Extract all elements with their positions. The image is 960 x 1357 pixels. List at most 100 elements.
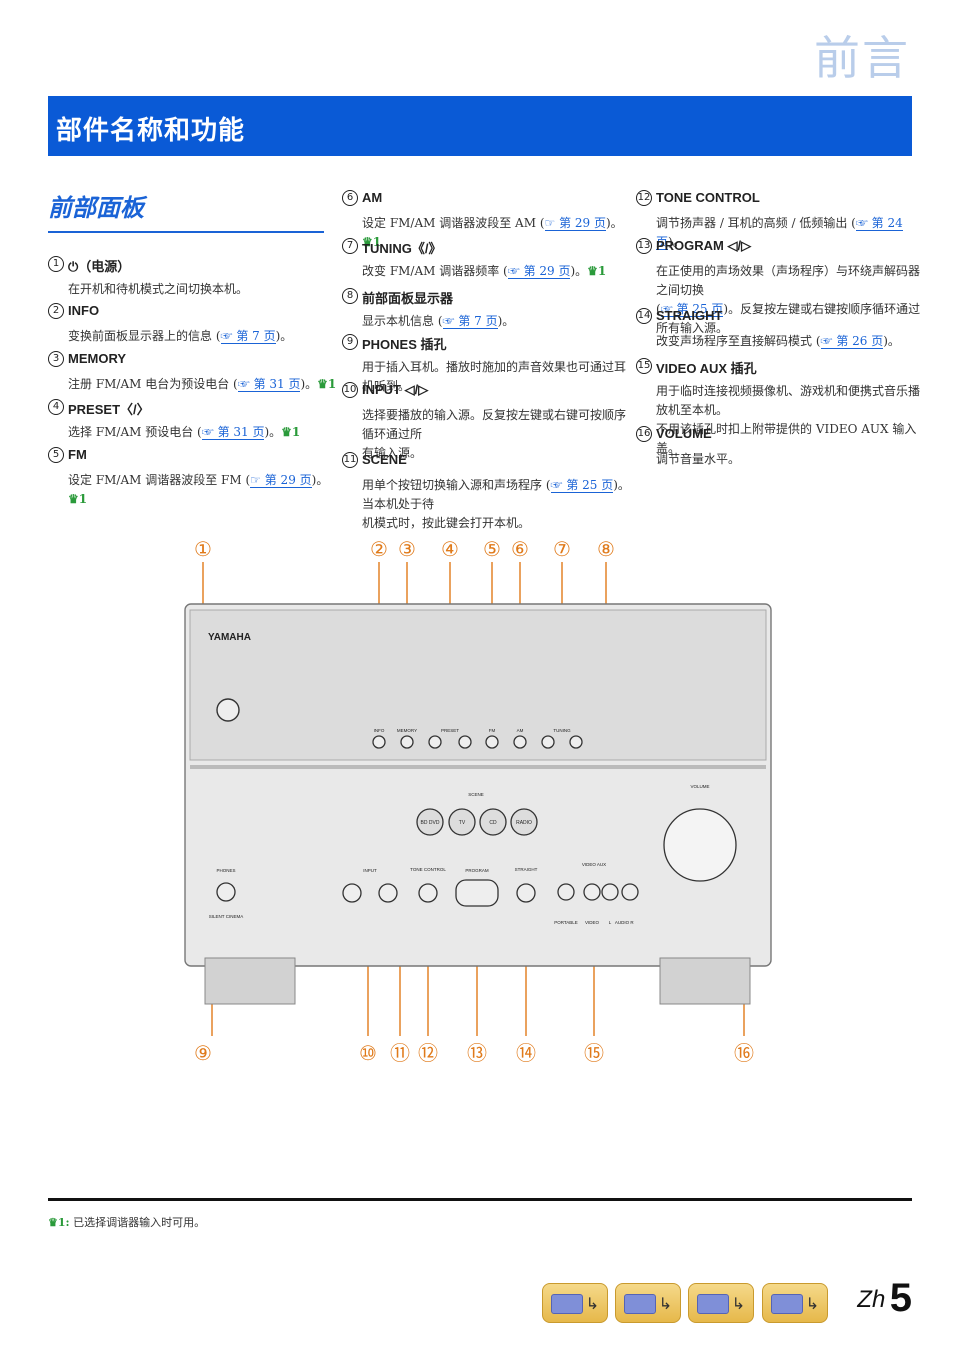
tuner-note-icon: ♛1	[362, 235, 382, 249]
nav-rear-panel-button[interactable]: ↳	[688, 1283, 754, 1323]
desc-text: 用于插入耳机。播放时施加的声音效果也可通过耳机听到。	[362, 360, 627, 393]
desc-text: 显示本机信息 (	[362, 314, 443, 328]
callout-number: ②	[370, 537, 388, 561]
callout-number: ⑫	[418, 1041, 438, 1065]
footnote-mark: ♛1:	[48, 1216, 70, 1229]
subtitle: 前部面板	[48, 194, 144, 222]
callout-number: ④	[441, 537, 459, 561]
item-description: 用于插入耳机。播放时施加的声音效果也可通过耳机听到。	[362, 358, 632, 396]
item-number: 6	[342, 190, 358, 206]
page-ref-link[interactable]: ☞ 第 7 页	[220, 329, 276, 344]
item-description: 选择要播放的输入源。反复按左键或右键可按顺序循环通过所有输入源。	[362, 406, 632, 463]
desc-text: )。	[275, 329, 293, 343]
item-name: PRESET〈/〉	[68, 402, 150, 417]
page-title: 部件名称和功能	[56, 116, 246, 146]
callout-number: ⑪	[390, 1041, 410, 1065]
footnote-text: 已选择调谐器输入时可用。	[73, 1216, 206, 1229]
item-number: 7	[342, 238, 358, 254]
front-panel-diagram: YAMAHA INFO MEMORY PRESET FM AM TUNING S…	[184, 537, 772, 1065]
callout-number: ⑮	[584, 1041, 604, 1065]
section-tab: 前言	[814, 31, 910, 85]
item-number: 1	[48, 256, 64, 272]
desc-text: 设定 FM/AM 调谐器波段至 FM (	[68, 473, 251, 487]
page-ref-link[interactable]: ☞ 第 26 页	[820, 334, 884, 349]
item-name: 前部面板显示器	[362, 291, 454, 306]
page-ref-link[interactable]: ☞ 第 25 页	[660, 302, 724, 317]
label-video: VIDEO	[585, 920, 600, 925]
label-tuning: TUNING	[553, 728, 571, 733]
callout-number: ⑬	[467, 1041, 487, 1065]
label-volume: VOLUME	[690, 784, 709, 789]
item-number: 11	[342, 452, 358, 468]
return-arrow-icon: ↳	[805, 1294, 819, 1313]
footnote: ♛1: 已选择调谐器输入时可用。	[48, 1214, 205, 1230]
item-description: 用单个按钮切换输入源和声场程序 (☞ 第 25 页)。当本机处于待机模式时，按此…	[362, 476, 632, 533]
title-bar: 部件名称和功能	[48, 96, 912, 156]
label-cd: CD	[489, 820, 497, 826]
callout-number: ⑯	[734, 1041, 754, 1065]
return-arrow-icon: ↳	[658, 1294, 672, 1313]
desc-text: 选择要播放的输入源。反复按左键或右键可按顺序循环通过所	[362, 408, 627, 441]
page-ref-link[interactable]: ☞ 第 24 页	[656, 216, 903, 250]
item-number: 13	[636, 238, 652, 254]
label-scene: SCENE	[468, 792, 484, 797]
item-number: 14	[636, 308, 652, 324]
page-ref-link[interactable]: ☞ 第 31 页	[201, 425, 265, 440]
item-description: 用于临时连接视频摄像机、游戏机和便携式音乐播放机至本机。不用该插孔时扣上附带提供…	[656, 382, 926, 458]
page-ref-link[interactable]: ☞ 第 29 页	[507, 264, 571, 279]
desc-text: )。	[264, 425, 282, 439]
callout-number: ⑧	[597, 537, 615, 561]
item-name: STRAIGHT	[656, 308, 723, 323]
page-ref-link[interactable]: ☞ 第 7 页	[442, 314, 498, 329]
desc-text: 用于临时连接视频摄像机、游戏机和便携式音乐播放机至本机。	[656, 384, 921, 417]
desc-text: 变换前面板显示器上的信息 (	[68, 329, 221, 343]
item-number: 4	[48, 399, 64, 415]
desc-text: 用单个按钮切换输入源和声场程序 (	[362, 478, 551, 492]
page-lang: Zh	[857, 1286, 886, 1313]
nav-front-panel-button[interactable]: ↳	[542, 1283, 608, 1323]
label-audio: AUDIO	[615, 920, 630, 925]
page-ref-link[interactable]: ☞ 第 29 页	[544, 216, 606, 231]
item-description: 调节音量水平。	[656, 450, 926, 469]
callout-number: ⑥	[511, 537, 529, 561]
label-tv: TV	[459, 820, 466, 826]
nav-remote-button[interactable]: ↳	[762, 1283, 828, 1323]
desc-text: 有输入源。	[362, 446, 423, 460]
item-number: 8	[342, 288, 358, 304]
item-name: FM	[68, 447, 87, 462]
item-name: VOLUME	[656, 426, 712, 441]
desc-text: (	[656, 302, 661, 316]
label-fm: FM	[489, 728, 496, 733]
desc-text: 设定 FM/AM 调谐器波段至 AM (	[362, 216, 545, 230]
desc-text: )。	[311, 473, 329, 487]
desc-text: )。	[300, 377, 318, 391]
desc-text: 注册 FM/AM 电台为预设电台 (	[68, 377, 238, 391]
desc-text: 在开机和待机模式之间切换本机。	[68, 282, 249, 296]
item-description: 改变 FM/AM 调谐器频率 (☞ 第 29 页)。♛1	[362, 262, 632, 281]
desc-text: )。	[883, 334, 900, 348]
return-arrow-icon: ↳	[731, 1294, 745, 1313]
item-name: TONE CONTROL	[656, 190, 760, 205]
nav-display-button[interactable]: ↳	[615, 1283, 681, 1323]
desc-text: 改变声场程序至直接解码模式 (	[656, 334, 821, 348]
item-number: 10	[342, 382, 358, 398]
footer-rule	[48, 1198, 912, 1201]
item-name: ⏻（电源）	[68, 259, 131, 274]
page-ref-link[interactable]: ☞ 第 31 页	[237, 377, 301, 392]
item-number: 3	[48, 351, 64, 367]
item-description: 显示本机信息 (☞ 第 7 页)。	[362, 312, 632, 331]
label-info: INFO	[374, 728, 385, 733]
item-number: 15	[636, 358, 652, 374]
desc-text: 在正使用的声场效果（声场程序）与环绕声解码器之间切换	[656, 264, 921, 297]
remote-icon	[771, 1294, 803, 1314]
tuner-note-icon: ♛1	[587, 264, 607, 278]
item-description: 设定 FM/AM 调谐器波段至 AM (☞ 第 29 页)。♛1	[362, 214, 632, 252]
item-name: PROGRAM ◁/▷	[656, 238, 752, 253]
label-memory: MEMORY	[397, 728, 417, 733]
callout-number: ⑦	[553, 537, 571, 561]
page-ref-link[interactable]: ☞ 第 29 页	[250, 473, 312, 488]
tuner-note-icon: ♛1	[281, 425, 301, 439]
item-description: 设定 FM/AM 调谐器波段至 FM (☞ 第 29 页)。♛1	[68, 471, 338, 509]
page-ref-link[interactable]: ☞ 第 25 页	[550, 478, 614, 493]
label-program: PROGRAM	[465, 868, 489, 873]
